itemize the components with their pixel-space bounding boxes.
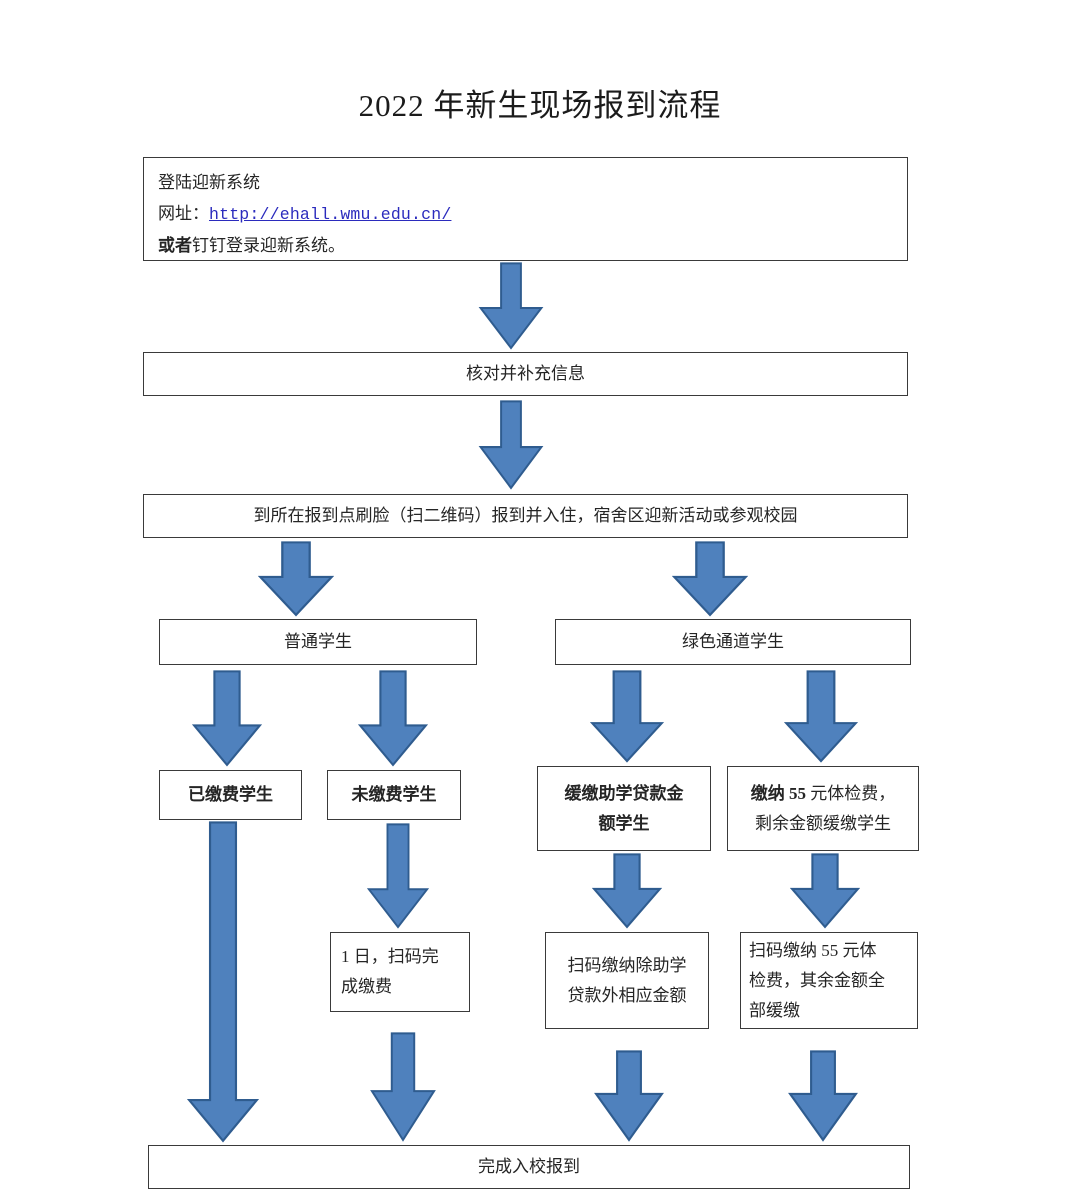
down-arrow-icon xyxy=(784,670,858,763)
node-verify-info: 核对并补充信息 xyxy=(143,352,908,396)
login-alt-rest: 钉钉登录迎新系统。 xyxy=(192,236,345,255)
node-complete-checkin: 完成入校报到 xyxy=(148,1145,910,1189)
unpaid-student-label: 未缴费学生 xyxy=(351,785,437,804)
down-arrow-icon xyxy=(192,670,262,767)
pay-rest-line-2: 贷款外相应金额 xyxy=(567,985,687,1005)
login-url-label: 网址： xyxy=(158,204,209,223)
down-arrow-icon xyxy=(478,262,544,350)
fee55-line-2: 剩余金额缓缴学生 xyxy=(755,813,891,833)
report-label: 到所在报到点刷脸（扫二维码）报到并入住，宿舍区迎新活动或参观校园 xyxy=(253,506,798,525)
pay-rest-line-1: 扫码缴纳除助学 xyxy=(567,955,687,975)
done-label: 完成入校报到 xyxy=(478,1157,580,1176)
fee55-amount: 缴纳 55 xyxy=(750,783,806,803)
down-arrow-icon xyxy=(592,853,662,929)
pay-one-day-line-1: 1 日，扫码完 xyxy=(341,947,439,966)
pay-55-line-1: 扫码缴纳 55 元体 xyxy=(749,940,877,960)
down-arrow-icon xyxy=(672,541,748,617)
node-pay-55-exam-fee: 扫码缴纳 55 元体 检费，其余金额全 部缓缴 xyxy=(740,932,918,1029)
fee55-line-1: 缴纳 55 元体检费， xyxy=(728,779,918,809)
down-arrow-icon xyxy=(478,400,544,490)
down-arrow-icon xyxy=(594,1050,664,1142)
node-normal-student: 普通学生 xyxy=(159,619,477,665)
down-arrow-icon xyxy=(788,1050,858,1142)
normal-student-label: 普通学生 xyxy=(284,632,352,651)
login-line-3: 或者钉钉登录迎新系统。 xyxy=(158,230,907,261)
down-arrow-icon xyxy=(258,541,334,617)
pay-55-line-3: 部缓缴 xyxy=(749,1000,800,1020)
login-alt-prefix: 或者 xyxy=(158,236,192,255)
node-unpaid-student: 未缴费学生 xyxy=(327,770,461,820)
loan-line-1: 缓缴助学贷款金 xyxy=(564,783,684,803)
down-arrow-icon xyxy=(590,670,664,763)
down-arrow-icon xyxy=(358,670,428,767)
fee55-line-1-rest: 元体检费， xyxy=(806,783,896,803)
node-paid-student: 已缴费学生 xyxy=(159,770,302,820)
node-green-channel-student: 绿色通道学生 xyxy=(555,619,911,665)
node-pay-one-day: 1 日，扫码完 成缴费 xyxy=(330,932,470,1012)
paid-student-label: 已缴费学生 xyxy=(188,785,273,804)
node-loan-deferred-student: 缓缴助学贷款金 额学生 xyxy=(537,766,711,851)
pay-one-day-line-2: 成缴费 xyxy=(341,977,392,996)
node-login-system: 登陆迎新系统 网址：http://ehall.wmu.edu.cn/ 或者钉钉登… xyxy=(143,157,908,261)
node-fee55-student: 缴纳 55 元体检费， 剩余金额缓缴学生 xyxy=(727,766,919,851)
node-report-checkin: 到所在报到点刷脸（扫二维码）报到并入住，宿舍区迎新活动或参观校园 xyxy=(143,494,908,538)
verify-label: 核对并补充信息 xyxy=(466,364,585,383)
login-line-2: 网址：http://ehall.wmu.edu.cn/ xyxy=(158,198,907,230)
loan-line-2: 额学生 xyxy=(598,813,650,833)
login-url-link[interactable]: http://ehall.wmu.edu.cn/ xyxy=(209,205,452,224)
node-pay-rest-amount: 扫码缴纳除助学 贷款外相应金额 xyxy=(545,932,709,1029)
down-arrow-icon xyxy=(370,1032,436,1142)
page-title: 2022 年新生现场报到流程 xyxy=(358,88,722,123)
green-channel-label: 绿色通道学生 xyxy=(682,632,784,651)
down-arrow-icon xyxy=(790,853,860,929)
down-arrow-icon xyxy=(367,823,429,929)
long-down-arrow-icon xyxy=(187,821,259,1143)
pay-55-line-2: 检费，其余金额全 xyxy=(749,970,885,990)
login-line-1: 登陆迎新系统 xyxy=(158,173,260,192)
